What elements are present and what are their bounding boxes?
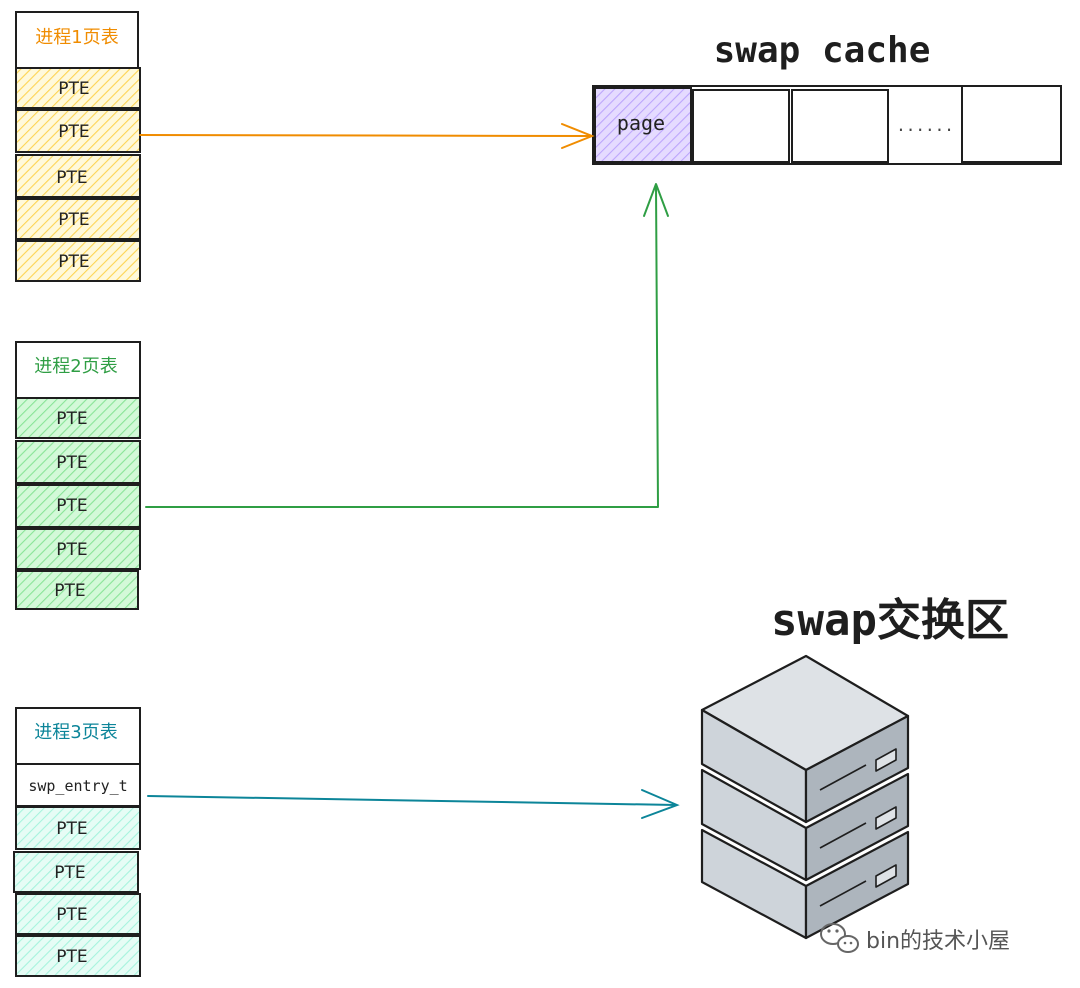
process3-swp-entry-label: swp_entry_t xyxy=(28,777,127,795)
swap-area-title: swap交换区 xyxy=(771,595,1009,646)
process1-pte-box xyxy=(15,198,141,240)
process2-page-table: 进程2页表 PTE PTE PTE PTE PTE xyxy=(15,341,141,610)
process1-pte-box xyxy=(15,240,141,282)
process2-pte-box xyxy=(15,440,141,484)
arrow-process3-to-swap-area xyxy=(147,789,680,819)
wechat-icon xyxy=(820,923,859,953)
process3-pte-label: PTE xyxy=(56,947,87,967)
swap-cache-page-label: page xyxy=(617,111,665,135)
swap-cache-slot xyxy=(692,89,790,163)
process1-header: 进程1页表 xyxy=(35,27,118,48)
process3-pte-box xyxy=(15,893,141,935)
process1-pte-label: PTE xyxy=(58,122,89,142)
process3-pte-box xyxy=(15,806,141,850)
swap-cache-page-slot xyxy=(594,87,692,163)
swap-cache: page ...... xyxy=(592,85,1062,165)
process3-pte-label: PTE xyxy=(56,819,87,839)
process2-pte-box xyxy=(15,484,141,528)
process2-pte-box xyxy=(15,397,141,439)
process3-pte-label: PTE xyxy=(56,905,87,925)
swap-area-server-icon xyxy=(700,654,910,940)
process3-swp-entry-box xyxy=(15,763,141,807)
process2-pte-label: PTE xyxy=(56,496,87,516)
process2-pte-box xyxy=(15,528,141,570)
swap-cache-title: swap cache xyxy=(714,30,931,71)
watermark-text: bin的技术小屋 xyxy=(866,929,1010,954)
process1-pte-label: PTE xyxy=(58,210,89,230)
process1-pte-label: PTE xyxy=(58,252,89,272)
arrow-process2-to-page xyxy=(145,183,669,508)
process2-pte-label: PTE xyxy=(54,581,85,601)
process3-header: 进程3页表 xyxy=(34,722,117,743)
process2-pte-label: PTE xyxy=(56,409,87,429)
process1-pte-box xyxy=(15,109,141,153)
process3-pte-label: PTE xyxy=(54,863,85,883)
process2-pte-label: PTE xyxy=(56,540,87,560)
process1-pte-box xyxy=(15,67,141,109)
swap-cache-slot xyxy=(791,89,889,163)
process1-pte-box xyxy=(15,154,141,198)
process2-header: 进程2页表 xyxy=(34,356,117,377)
process1-pte-label: PTE xyxy=(58,79,89,99)
swap-cache-slot xyxy=(961,85,1062,163)
swap-cache-ellipsis: ...... xyxy=(896,116,954,135)
process3-pte-box xyxy=(13,851,139,893)
process2-pte-label: PTE xyxy=(56,453,87,473)
process1-page-table: 进程1页表 PTE PTE PTE PTE PTE xyxy=(15,11,141,282)
process3-page-table: 进程3页表 swp_entry_t PTE PTE PTE PTE xyxy=(13,707,141,977)
arrow-process1-to-page xyxy=(139,123,595,149)
process1-header-box xyxy=(15,11,139,69)
process3-pte-box xyxy=(15,935,141,977)
process1-pte-label: PTE xyxy=(56,168,87,188)
process2-pte-box xyxy=(15,570,139,610)
